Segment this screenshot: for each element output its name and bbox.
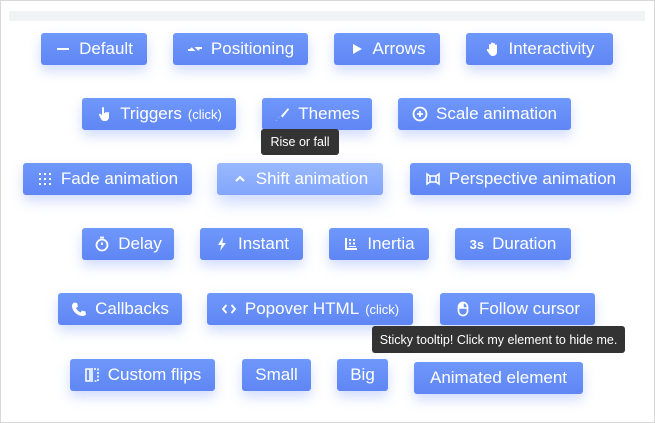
- duration-button-label: Duration: [492, 234, 557, 253]
- scale-animation-button[interactable]: Scale animation: [398, 98, 571, 130]
- triggers-button-label: Triggers: [120, 104, 182, 123]
- follow-cursor-button-label: Follow cursor: [478, 299, 581, 318]
- phone-icon: [71, 301, 87, 317]
- interactivity-button[interactable]: Interactivity: [466, 33, 613, 65]
- duration-button[interactable]: 3s Duration: [455, 228, 571, 260]
- pointer-icon: [96, 106, 112, 122]
- follow-cursor-button[interactable]: Follow cursor: [440, 293, 595, 325]
- shift-animation-button[interactable]: Shift animation: [217, 163, 383, 195]
- perspective-animation-button[interactable]: Perspective animation: [410, 163, 631, 195]
- positioning-button-label: Positioning: [210, 39, 295, 58]
- default-button-label: Default: [79, 39, 133, 58]
- default-button[interactable]: Default: [41, 33, 147, 65]
- play-icon: [349, 41, 365, 57]
- grid-icon: [37, 171, 53, 187]
- triggers-button[interactable]: Triggers (click): [82, 98, 236, 130]
- rise-or-fall-tooltip-text: Rise or fall: [270, 135, 330, 149]
- inertia-button[interactable]: Inertia: [329, 228, 429, 260]
- scale-animation-button-label: Scale animation: [436, 104, 557, 123]
- mouse-icon: [455, 301, 471, 317]
- animated-element-button[interactable]: Animated element: [414, 362, 583, 394]
- code-icon: [221, 301, 237, 317]
- duration-3s-icon: 3s: [469, 236, 485, 252]
- triggers-click-hint: (click): [187, 106, 222, 122]
- rise-or-fall-tooltip: Rise or fall: [261, 129, 339, 155]
- sticky-tooltip[interactable]: Sticky tooltip! Click my element to hide…: [372, 326, 625, 353]
- big-button[interactable]: Big: [337, 359, 388, 391]
- callbacks-button-label: Callbacks: [95, 299, 169, 318]
- themes-button-label: Themes: [298, 104, 360, 123]
- hand-icon: [485, 41, 501, 57]
- fade-animation-button-label: Fade animation: [60, 169, 179, 188]
- inertia-icon: [343, 236, 359, 252]
- themes-button[interactable]: Themes: [262, 98, 372, 130]
- minus-icon: [55, 41, 71, 57]
- shift-animation-button-label: Shift animation: [255, 169, 369, 188]
- popover-html-button-label: Popover HTML: [244, 299, 360, 318]
- callbacks-button[interactable]: Callbacks: [58, 293, 182, 325]
- perspective-icon: [425, 171, 441, 187]
- perspective-animation-button-label: Perspective animation: [448, 169, 617, 188]
- bolt-icon: [214, 236, 230, 252]
- positioning-button[interactable]: Positioning: [173, 33, 308, 65]
- top-strip: [9, 11, 645, 21]
- big-button-label: Big: [350, 365, 375, 384]
- flip-icon: [84, 367, 100, 383]
- plus-circle-icon: [412, 106, 428, 122]
- brush-icon: [274, 106, 290, 122]
- delay-button[interactable]: Delay: [82, 228, 174, 260]
- chevron-up-icon: [232, 171, 248, 187]
- stopwatch-icon: [94, 236, 110, 252]
- popover-click-hint: (click): [365, 301, 400, 317]
- animated-element-button-label: Animated element: [429, 368, 568, 387]
- arrows-button[interactable]: Arrows: [334, 33, 440, 65]
- interactivity-button-label: Interactivity: [508, 39, 595, 58]
- sticky-tooltip-text: Sticky tooltip! Click my element to hide…: [379, 332, 618, 347]
- small-button[interactable]: Small: [242, 359, 311, 391]
- custom-flips-button[interactable]: Custom flips: [70, 359, 215, 391]
- popover-html-button[interactable]: Popover HTML (click): [207, 293, 413, 325]
- delay-button-label: Delay: [118, 234, 162, 253]
- positioning-icon: [187, 41, 203, 57]
- small-button-label: Small: [255, 365, 298, 384]
- custom-flips-button-label: Custom flips: [107, 365, 202, 384]
- arrows-button-label: Arrows: [372, 39, 426, 58]
- fade-animation-button[interactable]: Fade animation: [23, 163, 192, 195]
- instant-button-label: Instant: [237, 234, 290, 253]
- instant-button[interactable]: Instant: [200, 228, 303, 260]
- inertia-button-label: Inertia: [367, 234, 415, 253]
